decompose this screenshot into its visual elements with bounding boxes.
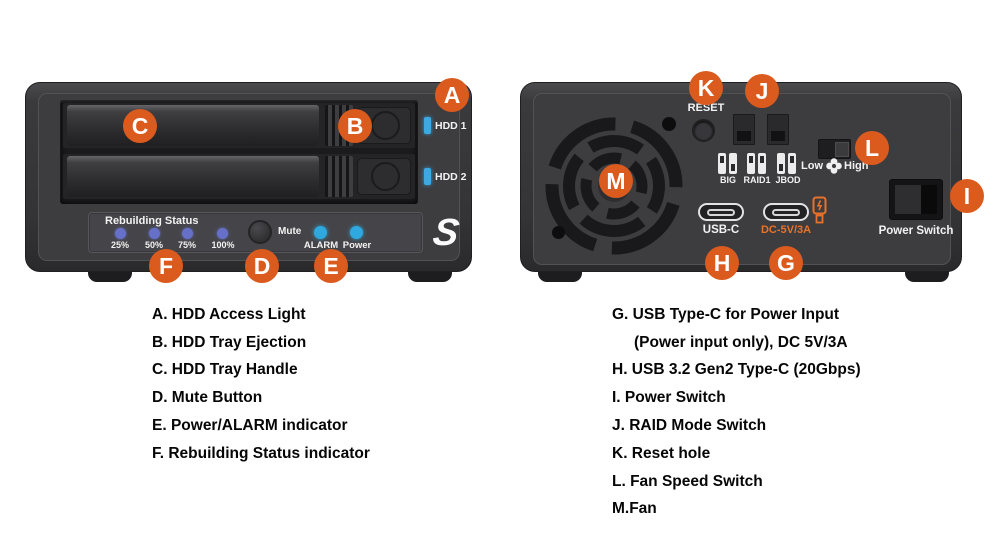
alarm-led bbox=[314, 226, 327, 239]
rebuild-label-75: 75% bbox=[177, 240, 196, 250]
alarm-label: ALARM bbox=[303, 240, 339, 251]
callout-b: B bbox=[338, 109, 372, 143]
raid-mode-raid1-label: RAID1 bbox=[743, 175, 771, 185]
front-view: HDD 1 HDD 2 Rebuilding Status 25% 50% 75… bbox=[25, 82, 472, 272]
status-panel: Rebuilding Status 25% 50% 75% 100% Mute … bbox=[88, 212, 423, 253]
rebuild-led-75 bbox=[182, 228, 193, 239]
legend-item-h: H. USB 3.2 Gen2 Type-C (20Gbps) bbox=[612, 361, 861, 379]
power-label: Power bbox=[342, 240, 372, 251]
callout-j: J bbox=[745, 74, 779, 108]
legend-front: A. HDD Access Light B. HDD Tray Ejection… bbox=[152, 301, 370, 468]
fan-screw-hole-top bbox=[662, 117, 676, 131]
callout-l: L bbox=[855, 131, 889, 165]
dc-label: DC-5V/3A bbox=[760, 224, 812, 236]
legend-item-m: M.Fan bbox=[612, 500, 657, 518]
rebuild-led-25 bbox=[115, 228, 126, 239]
dc-power-port bbox=[763, 203, 809, 221]
callout-c: C bbox=[123, 109, 157, 143]
legend-back: G. USB Type-C for Power Input (Power inp… bbox=[612, 301, 861, 523]
hdd1-label: HDD 1 bbox=[435, 120, 467, 132]
legend-item-c: C. HDD Tray Handle bbox=[152, 361, 298, 379]
legend-item-j: J. RAID Mode Switch bbox=[612, 417, 767, 435]
hdd1-access-led bbox=[424, 117, 431, 134]
callout-f: F bbox=[149, 249, 183, 283]
power-plug-icon bbox=[812, 196, 827, 224]
fan-low-label: Low bbox=[801, 160, 823, 172]
legend-item-e: E. Power/ALARM indicator bbox=[152, 417, 348, 435]
legend-item-f: F. Rebuilding Status indicator bbox=[152, 444, 370, 462]
legend-item-k: K. Reset hole bbox=[612, 444, 711, 462]
rebuild-led-100 bbox=[217, 228, 228, 239]
legend-item-i: I. Power Switch bbox=[612, 389, 726, 407]
power-switch-rocker bbox=[895, 185, 937, 214]
tray-2-eject-button bbox=[371, 162, 400, 191]
legend-item-b: B. HDD Tray Ejection bbox=[152, 333, 307, 351]
usbc-label: USB-C bbox=[702, 224, 740, 236]
tray-1-eject-button bbox=[371, 111, 400, 140]
rebuild-label-100: 100% bbox=[211, 240, 235, 250]
fan-screw-hole-bottom bbox=[552, 226, 565, 239]
fan-icon bbox=[826, 158, 842, 174]
fan-speed-knob bbox=[835, 142, 849, 157]
legend-item-g: G. USB Type-C for Power Input bbox=[612, 305, 840, 323]
fan-high-label: High bbox=[844, 160, 869, 172]
hdd2-access-led bbox=[424, 168, 431, 185]
back-view: RESET BIG RAID1 JBOD Low High Power Swit… bbox=[520, 82, 962, 272]
raid-mode-raid1-icon bbox=[747, 153, 766, 174]
mute-label: Mute bbox=[278, 226, 302, 237]
hdd-tray-2 bbox=[63, 154, 415, 199]
legend-item-d: D. Mute Button bbox=[152, 389, 263, 407]
rebuild-led-50 bbox=[149, 228, 160, 239]
callout-d: D bbox=[245, 249, 279, 283]
power-switch-label: Power Switch bbox=[878, 225, 954, 237]
tray-2-handle bbox=[67, 156, 319, 197]
callout-h: H bbox=[705, 246, 739, 280]
legend-item-a: A. HDD Access Light bbox=[152, 305, 306, 323]
reset-label: RESET bbox=[687, 102, 725, 114]
tray-1-handle bbox=[67, 105, 319, 146]
raid-dip-switch-1 bbox=[733, 114, 755, 145]
brand-logo: S bbox=[430, 212, 462, 254]
rebuild-label-25: 25% bbox=[110, 240, 129, 250]
callout-k: K bbox=[689, 71, 723, 105]
power-switch bbox=[889, 179, 943, 220]
legend-item-g-cont: (Power input only), DC 5V/3A bbox=[634, 333, 848, 351]
callout-e: E bbox=[314, 249, 348, 283]
callout-g: G bbox=[769, 246, 803, 280]
raid-dip-switch-2 bbox=[767, 114, 789, 145]
raid-mode-big-label: BIG bbox=[719, 175, 736, 185]
rebuilding-status-title: Rebuilding Status bbox=[105, 215, 199, 227]
mute-button bbox=[248, 220, 272, 244]
rebuild-label-50: 50% bbox=[144, 240, 163, 250]
callout-a: A bbox=[435, 78, 469, 112]
tray-2-grip-ridges bbox=[325, 156, 353, 197]
raid-mode-jbod-icon bbox=[777, 153, 796, 174]
callout-m: M bbox=[599, 164, 633, 198]
legend-item-l: L. Fan Speed Switch bbox=[612, 472, 763, 490]
raid-mode-jbod-label: JBOD bbox=[775, 175, 801, 185]
hdd2-label: HDD 2 bbox=[435, 171, 467, 183]
raid-mode-big-icon bbox=[718, 153, 737, 174]
power-led bbox=[350, 226, 363, 239]
reset-hole bbox=[692, 119, 715, 142]
fan-speed-switch bbox=[818, 139, 851, 159]
usbc-data-port bbox=[698, 203, 744, 221]
tray-2-eject-panel bbox=[357, 158, 411, 195]
callout-i: I bbox=[950, 179, 984, 213]
